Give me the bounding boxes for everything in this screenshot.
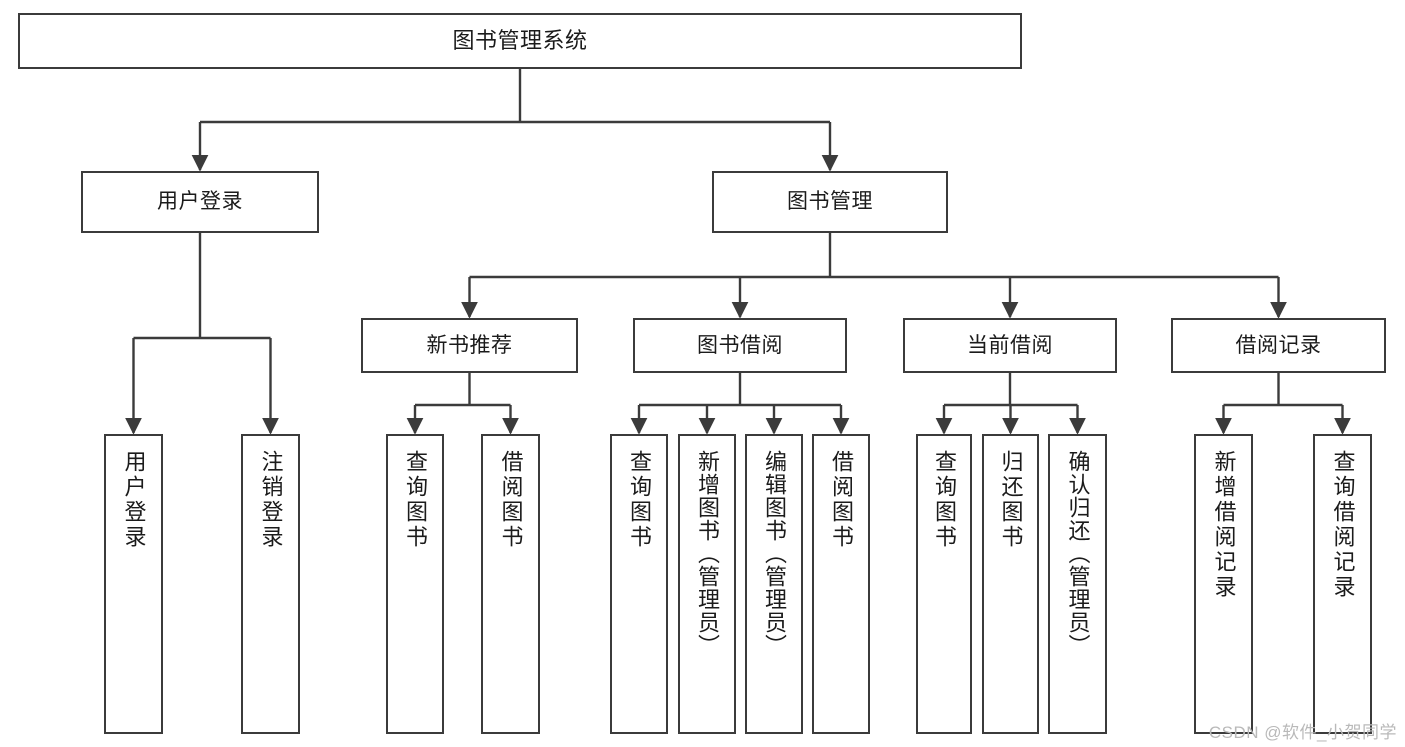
node-leaf-query-1[interactable]: 查询图书 (386, 434, 444, 734)
node-book-manage[interactable]: 图书管理 (712, 171, 948, 233)
node-root[interactable]: 图书管理系统 (18, 13, 1022, 69)
node-label: 查询图书 (932, 450, 957, 550)
node-label: 新书推荐 (426, 333, 513, 357)
node-label: 新增借阅记录 (1211, 450, 1237, 600)
node-label: 新增图书（管理员） (695, 450, 720, 657)
node-leaf-user-login[interactable]: 用户登录 (104, 434, 163, 734)
node-label: 查询图书 (627, 450, 652, 550)
node-label: 查询图书 (403, 450, 428, 550)
node-new-book-rec[interactable]: 新书推荐 (361, 318, 578, 373)
node-label: 图书借阅 (697, 333, 783, 357)
node-borrow-record[interactable]: 借阅记录 (1171, 318, 1386, 373)
node-leaf-query-rec[interactable]: 查询借阅记录 (1313, 434, 1372, 734)
node-user-login[interactable]: 用户登录 (81, 171, 319, 233)
node-label: 查询借阅记录 (1330, 450, 1356, 600)
node-label: 归还图书 (998, 450, 1024, 550)
node-label: 确认归还（管理员） (1065, 450, 1091, 657)
node-label: 图书管理 (787, 190, 873, 214)
node-label: 当前借阅 (967, 333, 1053, 357)
node-leaf-logout[interactable]: 注销登录 (241, 434, 300, 734)
node-book-borrow[interactable]: 图书借阅 (633, 318, 847, 373)
node-leaf-return[interactable]: 归还图书 (982, 434, 1039, 734)
node-leaf-borrow-1[interactable]: 借阅图书 (481, 434, 540, 734)
watermark-label: CSDN @软件_小贺同学 (1208, 723, 1397, 742)
node-leaf-query-3[interactable]: 查询图书 (916, 434, 972, 734)
node-label: 编辑图书（管理员） (762, 450, 787, 657)
node-leaf-add-book[interactable]: 新增图书（管理员） (678, 434, 736, 734)
node-leaf-borrow-2[interactable]: 借阅图书 (812, 434, 870, 734)
node-leaf-confirm[interactable]: 确认归还（管理员） (1048, 434, 1107, 734)
node-label: 借阅记录 (1235, 333, 1322, 357)
node-label: 用户登录 (121, 450, 147, 550)
node-leaf-add-rec[interactable]: 新增借阅记录 (1194, 434, 1253, 734)
node-leaf-edit-book[interactable]: 编辑图书（管理员） (745, 434, 803, 734)
node-label: 借阅图书 (829, 450, 854, 550)
node-label: 用户登录 (157, 190, 243, 214)
node-label: 注销登录 (258, 450, 284, 550)
node-label: 图书管理系统 (452, 27, 588, 53)
node-leaf-query-2[interactable]: 查询图书 (610, 434, 668, 734)
node-current-borrow[interactable]: 当前借阅 (903, 318, 1117, 373)
node-label: 借阅图书 (498, 450, 524, 550)
